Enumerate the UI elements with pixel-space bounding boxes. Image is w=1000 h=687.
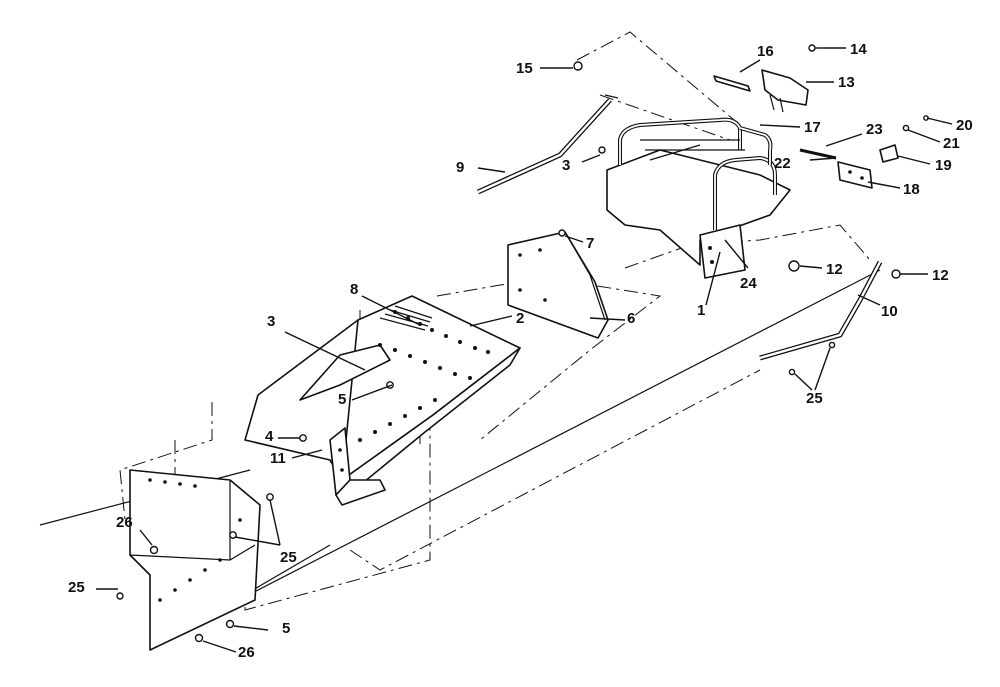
main-frame-plate	[244, 295, 521, 501]
front-box-holes	[148, 478, 242, 602]
rod-right-outline	[759, 260, 883, 361]
phantom-top-guide	[576, 31, 741, 126]
callout-13: 13	[838, 74, 855, 91]
bracket-13-body	[761, 69, 809, 106]
pin-22	[799, 148, 837, 160]
shield-panel-fold	[564, 231, 606, 321]
front-box-body	[129, 469, 261, 651]
handle-rod-left	[476, 94, 619, 195]
clip-3-top	[598, 146, 606, 154]
basket-base	[606, 149, 791, 266]
clip-25-right-a	[788, 368, 796, 376]
phantom-main-outline	[436, 279, 662, 441]
bolt-26-lower	[194, 633, 204, 643]
callout-21: 21	[943, 135, 960, 152]
bolt-26-upper	[149, 545, 159, 555]
nut-4	[299, 434, 307, 442]
bar-16-body	[713, 75, 751, 92]
nut-15	[573, 61, 583, 71]
spring-fingers	[379, 305, 433, 331]
bracket-19-body	[879, 144, 899, 163]
clip-25-mid-a	[266, 493, 274, 501]
callout-19: 19	[935, 157, 952, 174]
bolt-14-head	[808, 44, 816, 52]
callout-12-right: 12	[932, 267, 949, 284]
callout-22: 22	[774, 155, 791, 172]
callout-18: 18	[903, 181, 920, 198]
callout-7: 7	[586, 235, 594, 252]
top-bracket-13	[761, 69, 809, 113]
phantom-rear-rail	[349, 369, 761, 571]
lower-front-assembly	[129, 469, 261, 651]
clip-25-mid-b	[229, 531, 237, 539]
clip-25-right-b	[828, 341, 836, 349]
callout-3-top: 3	[562, 157, 570, 174]
callout-16: 16	[757, 43, 774, 60]
bolt-7	[558, 229, 566, 237]
washer-21	[902, 124, 910, 132]
callout-labels: 15 14 16 13 17 20 21 23 22 19 18 9 3 7 1…	[456, 41, 973, 292]
bracket-11	[329, 427, 386, 506]
callout-15: 15	[516, 60, 533, 77]
basket-tubes	[618, 117, 777, 230]
callout-23: 23	[866, 121, 883, 138]
leader-lines	[96, 47, 953, 653]
frame-plate-cutout	[299, 344, 391, 401]
callout-17: 17	[804, 119, 821, 136]
rear-basket-frame	[606, 117, 791, 279]
rod-left-outline	[476, 98, 612, 195]
bracket-19	[879, 144, 899, 163]
bolt-5-lower	[225, 619, 235, 629]
basket-side-bracket	[699, 224, 746, 279]
bracket-18-body	[837, 161, 873, 189]
bracket-18	[837, 161, 873, 189]
callout-24: 24	[740, 275, 757, 292]
nut-12-right	[891, 269, 901, 279]
clip-25-left	[116, 592, 124, 600]
callout-20: 20	[956, 117, 973, 134]
nut-12-left	[788, 260, 800, 272]
bar-16	[713, 75, 751, 92]
callout-14: 14	[850, 41, 867, 58]
phantom-right-guide	[624, 224, 871, 269]
frame-plate-body	[329, 295, 521, 481]
phantom-top-guide-2	[599, 94, 731, 141]
bracket-11-foot	[335, 479, 386, 506]
long-right-rail-line	[189, 269, 881, 626]
callout-9: 9	[456, 159, 464, 176]
callout-12-left: 12	[826, 261, 843, 278]
handle-rod-right	[759, 260, 883, 361]
